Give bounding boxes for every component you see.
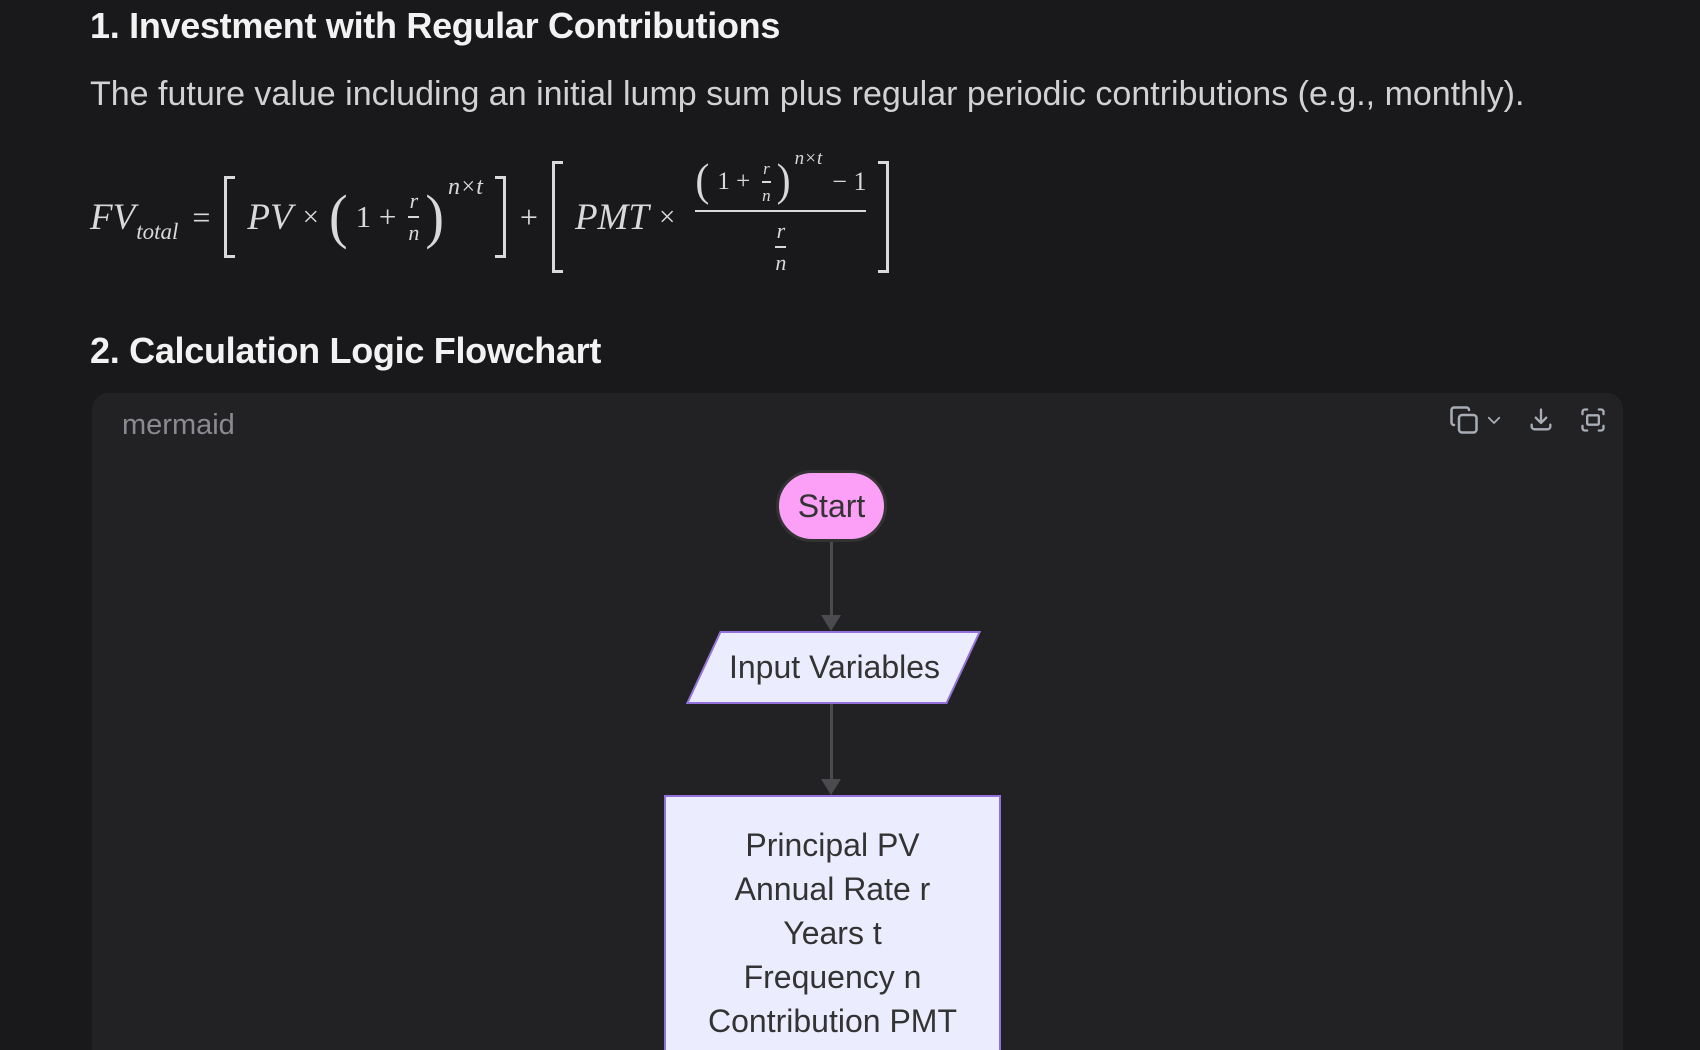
term1-exponent: n×t bbox=[448, 174, 483, 200]
term2-var: PMT bbox=[574, 196, 649, 238]
body-paragraph: The future value including an initial lu… bbox=[90, 75, 1525, 113]
mermaid-code-block: mermaid bbox=[92, 393, 1623, 1050]
open-paren: ( bbox=[328, 183, 348, 251]
term2-exponent: n×t bbox=[794, 148, 823, 169]
term2-base: 1 + bbox=[717, 168, 751, 195]
download-icon bbox=[1527, 406, 1555, 434]
variables-line: Contribution PMT bbox=[708, 1003, 957, 1039]
close-paren: ) bbox=[776, 156, 791, 206]
right-bracket bbox=[878, 161, 890, 273]
left-bracket bbox=[224, 176, 236, 258]
arrowhead-icon bbox=[821, 779, 841, 795]
equals-sign: = bbox=[192, 198, 211, 235]
fullscreen-button[interactable] bbox=[1579, 406, 1607, 434]
term1-var: PV bbox=[247, 196, 293, 238]
section-heading-investment: 1. Investment with Regular Contributions bbox=[90, 5, 781, 46]
arrowhead-icon bbox=[821, 615, 841, 631]
plus-sign: + bbox=[519, 198, 538, 235]
multiply-sign: × bbox=[658, 200, 676, 233]
open-paren: ( bbox=[695, 156, 710, 206]
flowchart-node-variables: Principal PV Annual Rate r Years t Frequ… bbox=[664, 795, 1001, 1050]
copy-icon bbox=[1449, 405, 1479, 435]
multiply-sign: × bbox=[302, 200, 319, 233]
flowchart-node-start: Start bbox=[776, 470, 887, 542]
code-block-toolbar bbox=[1449, 405, 1607, 435]
chevron-down-icon bbox=[1485, 411, 1503, 429]
edge-start-to-input bbox=[830, 542, 833, 616]
minus-one: − 1 bbox=[832, 167, 867, 196]
edge-input-to-variables bbox=[830, 704, 833, 780]
section-heading-flowchart: 2. Calculation Logic Flowchart bbox=[90, 330, 602, 371]
download-button[interactable] bbox=[1527, 406, 1555, 434]
mermaid-flowchart: Start Input Variables Principal PV Annua… bbox=[92, 393, 1623, 1050]
start-node-label: Start bbox=[797, 487, 866, 524]
left-bracket bbox=[551, 161, 563, 273]
variables-line: Frequency n bbox=[743, 959, 922, 995]
fraction-bar bbox=[695, 210, 867, 212]
right-bracket bbox=[494, 176, 506, 258]
code-language-label: mermaid bbox=[122, 409, 235, 441]
copy-button[interactable] bbox=[1449, 405, 1503, 435]
variables-line: Years t bbox=[783, 915, 882, 951]
fullscreen-icon bbox=[1579, 406, 1607, 434]
variables-line: Principal PV bbox=[745, 827, 920, 863]
close-paren: ) bbox=[425, 183, 445, 251]
input-node-label: Input Variables bbox=[728, 649, 941, 685]
term1-base: 1 + bbox=[355, 199, 397, 234]
formula-lhs: FVtotal bbox=[90, 196, 179, 244]
variables-line: Annual Rate r bbox=[734, 871, 931, 907]
